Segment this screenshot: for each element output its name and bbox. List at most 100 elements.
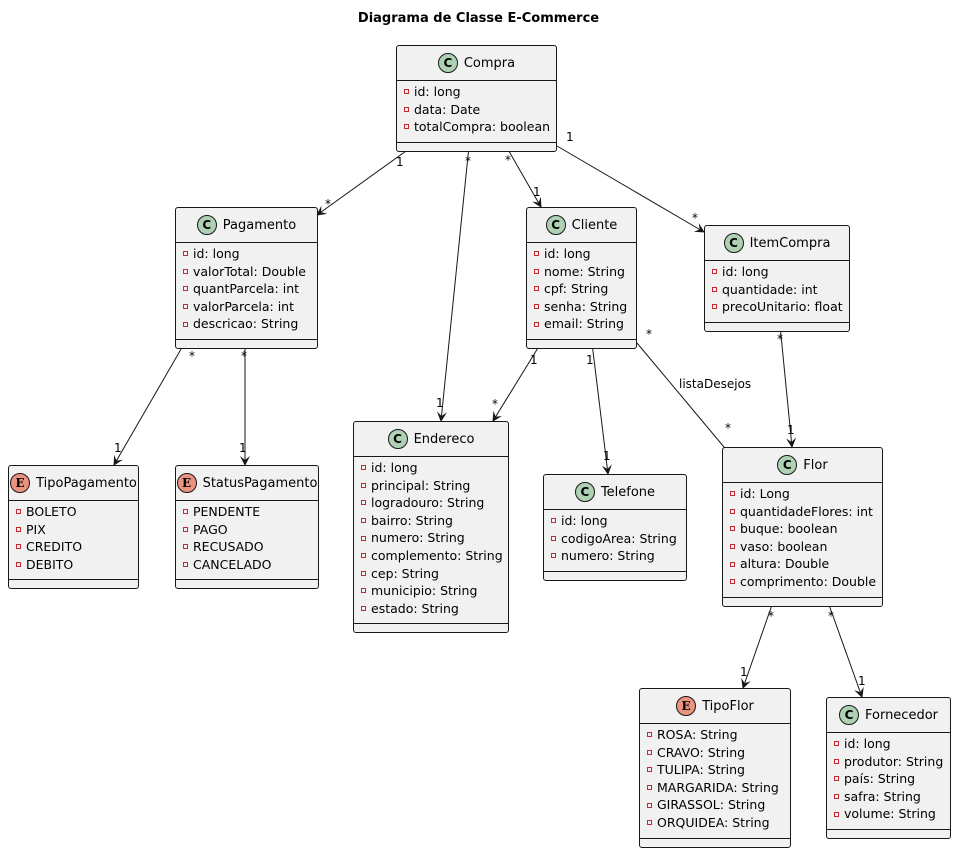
multiplicity-to-compra-cliente: 1: [533, 185, 541, 199]
field-row: descricao: String: [176, 315, 317, 333]
field-row: complemento: String: [354, 547, 508, 565]
field-row: id: long: [827, 735, 950, 753]
field-row: GIRASSOL: String: [640, 796, 790, 814]
relation-cliente-flor: [636, 342, 735, 460]
private-visibility-icon: [361, 570, 366, 576]
field-row: precoUnitario: float: [705, 298, 849, 316]
class-stereotype-icon: C: [196, 215, 217, 235]
private-visibility-icon: [16, 526, 21, 532]
private-visibility-icon: [183, 251, 188, 257]
multiplicity-from-compra-endereco: *: [465, 154, 471, 168]
telefone-name: Telefone: [600, 484, 656, 500]
relation-flor-tipoflor: [741, 601, 774, 689]
relation-compra-cliente: [505, 145, 542, 208]
private-visibility-icon: [834, 794, 839, 800]
field-text: safra: String: [844, 788, 921, 804]
private-visibility-icon: [730, 526, 735, 532]
statuspagamento-methods: [176, 580, 318, 588]
field-text: CANCELADO: [193, 556, 272, 572]
field-text: vaso: boolean: [740, 538, 828, 554]
field-text: produtor: String: [844, 753, 944, 769]
private-visibility-icon: [534, 304, 539, 310]
field-text: país: String: [844, 771, 916, 787]
field-row: vaso: boolean: [723, 538, 882, 556]
multiplicity-to-cliente-flor: *: [725, 421, 731, 435]
multiplicity-to-pagamento-statuspagamento: 1: [239, 441, 247, 455]
field-row: id: long: [176, 245, 317, 263]
private-visibility-icon: [834, 811, 839, 817]
multiplicity-to-compra-itemcompra: *: [692, 211, 698, 225]
relation-itemcompra-flor: [779, 324, 797, 448]
field-text: descricao: String: [193, 316, 299, 332]
tipoflor-methods: [640, 839, 790, 847]
field-text: RECUSADO: [193, 539, 264, 555]
diagram-title: Diagrama de Classe E-Commerce: [357, 11, 600, 26]
multiplicity-from-compra-itemcompra: 1: [566, 130, 574, 144]
multiplicity-to-cliente-endereco: *: [492, 397, 498, 411]
private-visibility-icon: [730, 544, 735, 550]
field-row: bairro: String: [354, 512, 508, 530]
field-text: valorParcela: int: [193, 298, 294, 314]
field-row: PIX: [9, 521, 138, 539]
private-visibility-icon: [183, 509, 188, 515]
field-row: nome: String: [527, 263, 636, 281]
private-visibility-icon: [183, 286, 188, 292]
field-text: CRAVO: String: [657, 744, 746, 760]
relation-pagamento-tipopagamento: [113, 343, 185, 466]
multiplicity-to-pagamento-tipopagamento: 1: [114, 441, 122, 455]
relation-label-cliente-flor: listaDesejos: [679, 377, 751, 391]
field-text: id: long: [722, 264, 769, 279]
field-text: complemento: String: [371, 547, 503, 563]
private-visibility-icon: [730, 491, 735, 497]
field-row: senha: String: [527, 298, 636, 316]
field-row: PENDENTE: [176, 503, 318, 521]
class-stereotype-icon: C: [777, 455, 798, 475]
field-text: totalCompra: boolean: [414, 119, 551, 135]
endereco-methods: [354, 624, 508, 632]
multiplicity-to-itemcompra-flor: 1: [787, 423, 795, 437]
field-row: altura: Double: [723, 555, 882, 573]
telefone-methods: [544, 572, 686, 580]
field-row: quantParcela: int: [176, 280, 317, 298]
tipopagamento-methods: [9, 580, 138, 588]
tipoflor-name: TipoFlor: [702, 698, 754, 714]
field-text: DEBITO: [26, 556, 74, 572]
field-text: senha: String: [544, 298, 628, 314]
field-text: id: long: [844, 736, 891, 751]
field-text: PAGO: [193, 521, 228, 537]
field-row: principal: String: [354, 477, 508, 495]
itemcompra-methods: [705, 323, 849, 331]
relation-flor-fornecedor: [827, 601, 864, 698]
relation-compra-endereco: [436, 145, 470, 422]
private-visibility-icon: [834, 741, 839, 747]
multiplicity-from-cliente-telefone: 1: [586, 353, 594, 367]
private-visibility-icon: [551, 553, 556, 559]
private-visibility-icon: [730, 561, 735, 567]
private-visibility-icon: [730, 579, 735, 585]
field-row: numero: String: [544, 547, 686, 565]
multiplicity-to-compra-pagamento: *: [325, 197, 331, 211]
field-row: email: String: [527, 315, 636, 333]
fornecedor-methods: [827, 830, 950, 838]
field-row: id: Long: [723, 485, 882, 503]
